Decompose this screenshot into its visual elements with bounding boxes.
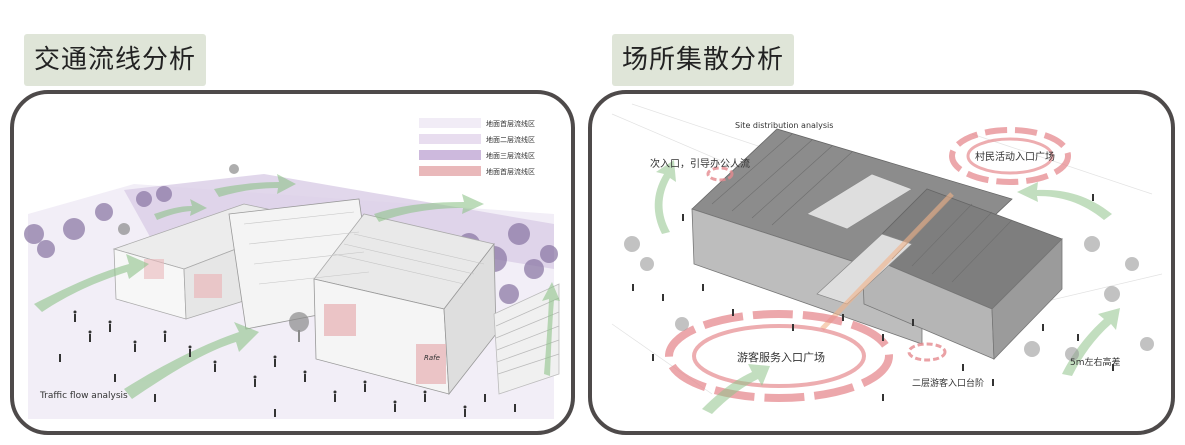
site-distribution-diagram: Site distribution analysis 次入口，引导办公人流 村民… bbox=[611, 103, 1163, 414]
visitor-plaza-ring-outer bbox=[665, 310, 893, 402]
legend-label-1: 地面首层流线区 bbox=[486, 119, 535, 128]
legend-label-4: 地面首层流线区 bbox=[486, 167, 535, 176]
legend-swatch-4 bbox=[419, 166, 481, 176]
legend-swatch-2 bbox=[419, 134, 481, 144]
right-title-text: 场所集散分析 bbox=[622, 45, 785, 75]
left-title-text: 交通流线分析 bbox=[34, 45, 197, 75]
secondary-entry-ring bbox=[706, 166, 734, 182]
green-flow-arrows bbox=[34, 174, 560, 399]
visitor-plaza-ring-inner bbox=[692, 324, 866, 388]
right-panel-title: 场所集散分析 bbox=[612, 34, 795, 86]
label-second-floor-steps: 二层游客入口台阶 bbox=[912, 377, 984, 389]
traffic-flow-diagram: 地面首层流线区 地面二层流线区 地面三层流线区 地面首层流线区 Rafe Tra… bbox=[24, 118, 560, 419]
people-figures-right bbox=[632, 194, 1114, 401]
village-plaza-ring-inner bbox=[966, 137, 1054, 175]
left-panel-title: 交通流线分析 bbox=[24, 34, 207, 86]
grey-trees bbox=[118, 164, 309, 342]
site-distribution-frame: Site distribution analysis 次入口，引导办公人流 村民… bbox=[588, 90, 1175, 435]
orange-axis bbox=[820, 192, 954, 331]
building-sign: Rafe bbox=[424, 354, 440, 362]
site-subtitle: Site distribution analysis bbox=[735, 121, 833, 130]
building-left bbox=[112, 198, 497, 396]
legend-swatch-3 bbox=[419, 150, 481, 160]
label-secondary-entry: 次入口，引导办公人流 bbox=[650, 157, 750, 170]
legend-label-2: 地面二层流线区 bbox=[486, 135, 535, 144]
label-visitor-plaza: 游客服务入口广场 bbox=[737, 350, 825, 364]
people-figures bbox=[59, 310, 516, 417]
label-height-diff: 5m左右高差 bbox=[1070, 356, 1121, 368]
stairs-entry-ring bbox=[907, 342, 947, 362]
gathering-rings bbox=[665, 127, 1071, 402]
legend-swatch-1 bbox=[419, 118, 481, 128]
legend-label-3: 地面三层流线区 bbox=[486, 151, 535, 160]
traffic-flow-frame: 地面首层流线区 地面二层流线区 地面三层流线区 地面首层流线区 Rafe Tra… bbox=[10, 90, 575, 435]
label-village-plaza: 村民活动入口广场 bbox=[975, 150, 1055, 163]
grey-trees-right bbox=[624, 236, 1154, 361]
left-legend: 地面首层流线区 地面二层流线区 地面三层流线区 地面首层流线区 bbox=[419, 118, 535, 176]
traffic-caption: Traffic flow analysis bbox=[39, 391, 128, 401]
building-right bbox=[691, 128, 1063, 360]
village-plaza-ring-outer bbox=[949, 127, 1071, 185]
